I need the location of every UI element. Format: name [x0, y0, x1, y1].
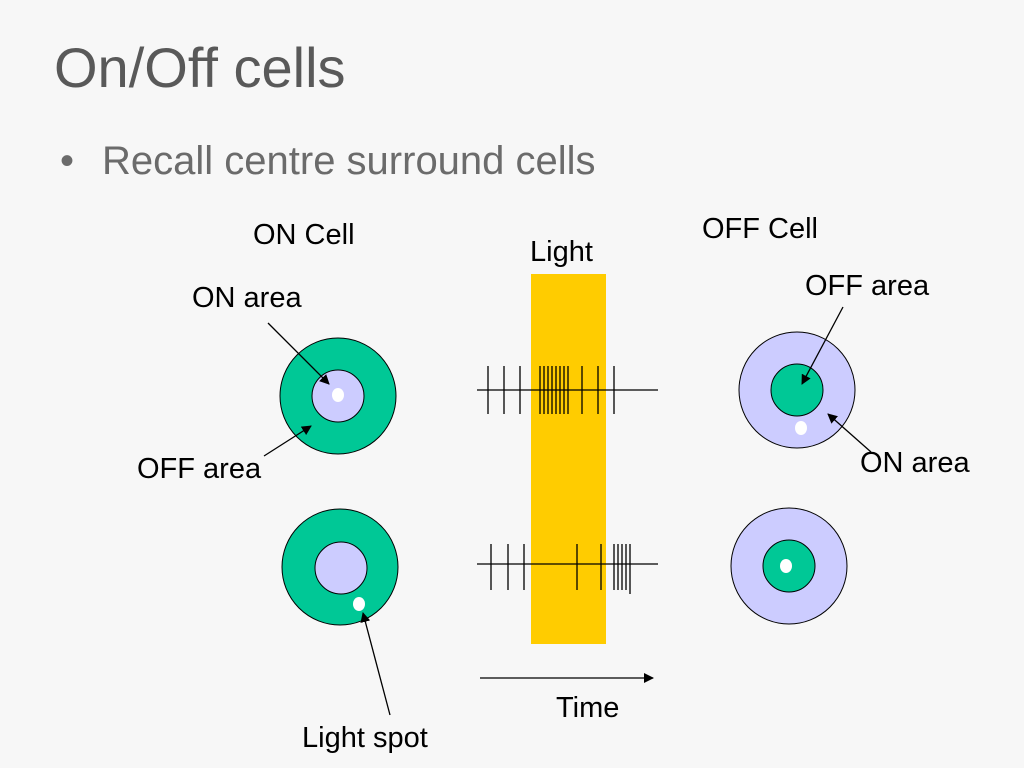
on-cell-row2-light-spot [353, 597, 365, 611]
page-title: On/Off cells [54, 36, 346, 99]
on-cell-label: ON Cell [253, 219, 355, 251]
off-cell-center-label: OFF area [805, 270, 930, 302]
spike-train-row1 [477, 366, 658, 414]
on-area-arrow [267, 322, 330, 385]
bullet-item: • Recall centre surround cells [60, 141, 596, 181]
on-cell-row2-center [314, 541, 368, 595]
on-cell-row1 [279, 337, 397, 455]
off-cell-row2-light-spot [780, 559, 792, 573]
time-label: Time [556, 692, 620, 724]
off-cell-off-area-arrow [801, 306, 844, 385]
off-cell-row1-light-spot [795, 421, 807, 435]
on-cell-surround-label: OFF area [137, 453, 262, 485]
light-band [531, 274, 606, 644]
off-cell-surround-label: ON area [860, 447, 970, 479]
on-cell-center-label: ON area [192, 282, 302, 314]
on-cell-row1-light-spot [332, 388, 344, 402]
off-area-arrow [263, 425, 312, 457]
light-spot-label: Light spot [302, 722, 428, 754]
on-cell-row2 [281, 508, 399, 626]
light-spot-arrow [360, 612, 391, 716]
light-label: Light [530, 236, 593, 268]
off-cell-row1-center [770, 363, 824, 417]
bullet-text: Recall centre surround cells [102, 139, 596, 183]
spike-train-row2 [477, 544, 658, 594]
off-cell-label: OFF Cell [702, 213, 818, 245]
bullet-dot: • [60, 139, 75, 183]
off-cell-row1 [738, 331, 856, 449]
off-cell-row2 [730, 507, 848, 625]
off-cell-on-area-arrow [827, 413, 872, 453]
